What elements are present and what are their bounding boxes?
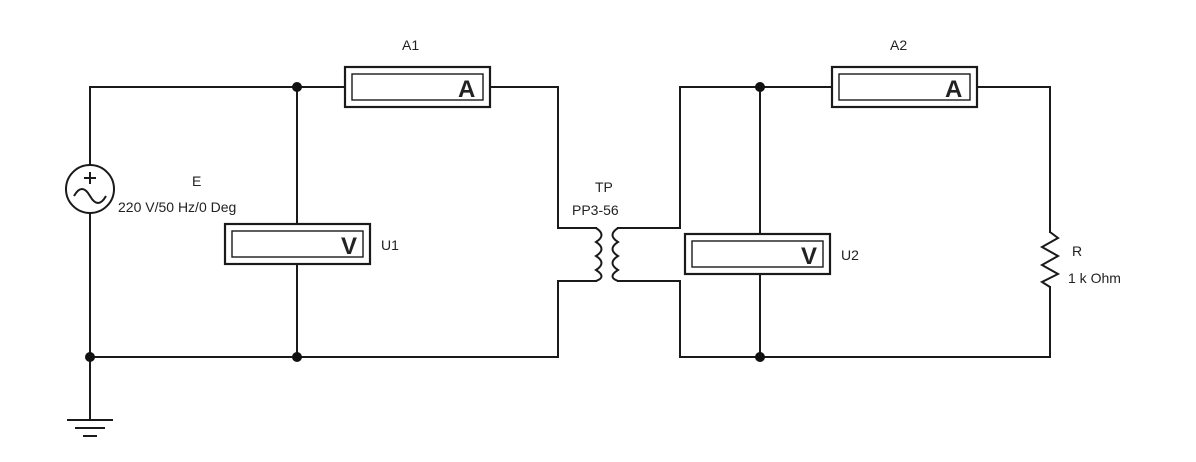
secondary-circuit bbox=[617, 82, 1051, 362]
resistor-designator: R bbox=[1072, 243, 1082, 259]
voltmeter-u1-label: U1 bbox=[381, 237, 399, 253]
primary-coil-icon bbox=[594, 227, 603, 282]
source-designator: E bbox=[192, 173, 201, 189]
voltmeter-u1-symbol: V bbox=[341, 233, 357, 260]
ammeter-a2-label: A2 bbox=[890, 37, 907, 53]
transformer[interactable]: TP PP3-56 bbox=[572, 179, 620, 282]
plus-sign-icon bbox=[84, 172, 96, 184]
junction-dot bbox=[85, 352, 95, 362]
resistor-icon bbox=[1039, 231, 1061, 288]
wire-primary-return bbox=[89, 280, 597, 358]
junction-dot bbox=[755, 352, 765, 362]
wire-secondary-top bbox=[617, 86, 833, 229]
wire-a1-to-transformer bbox=[489, 86, 597, 229]
primary-circuit bbox=[85, 82, 597, 421]
secondary-coil-icon bbox=[611, 227, 620, 282]
junction-dot bbox=[292, 352, 302, 362]
junction-dot bbox=[292, 82, 302, 92]
ammeter-a2[interactable]: A A2 bbox=[830, 37, 979, 109]
ammeter-a2-display bbox=[838, 73, 971, 101]
wire-secondary-bottom bbox=[617, 280, 1051, 358]
ground-icon bbox=[67, 419, 113, 437]
voltmeter-u2-symbol: V bbox=[801, 243, 817, 270]
resistor[interactable]: R 1 k Ohm bbox=[1039, 231, 1121, 288]
voltmeter-u2-display bbox=[691, 240, 824, 268]
wire-source-top bbox=[89, 86, 346, 166]
source-value: 220 V/50 Hz/0 Deg bbox=[118, 199, 236, 215]
wire-a2-to-resistor bbox=[976, 86, 1051, 233]
ac-source[interactable]: E 220 V/50 Hz/0 Deg bbox=[65, 164, 236, 215]
ammeter-a1-label: A1 bbox=[402, 37, 419, 53]
sine-wave-icon bbox=[73, 188, 107, 204]
voltmeter-u2[interactable]: V U2 bbox=[683, 232, 859, 276]
ammeter-a2-symbol: A bbox=[945, 76, 962, 103]
junction-dot bbox=[755, 82, 765, 92]
voltmeter-u1[interactable]: V U1 bbox=[223, 222, 399, 266]
ammeter-a1-symbol: A bbox=[458, 76, 475, 103]
transformer-designator: TP bbox=[595, 179, 613, 195]
ground-symbol bbox=[67, 419, 113, 437]
voltmeter-u1-display bbox=[231, 230, 364, 258]
voltmeter-u2-label: U2 bbox=[841, 247, 859, 263]
transformer-model: PP3-56 bbox=[572, 202, 619, 218]
ammeter-a1-display bbox=[351, 73, 484, 101]
ammeter-a1[interactable]: A A1 bbox=[343, 37, 492, 109]
resistor-value: 1 k Ohm bbox=[1068, 270, 1121, 286]
